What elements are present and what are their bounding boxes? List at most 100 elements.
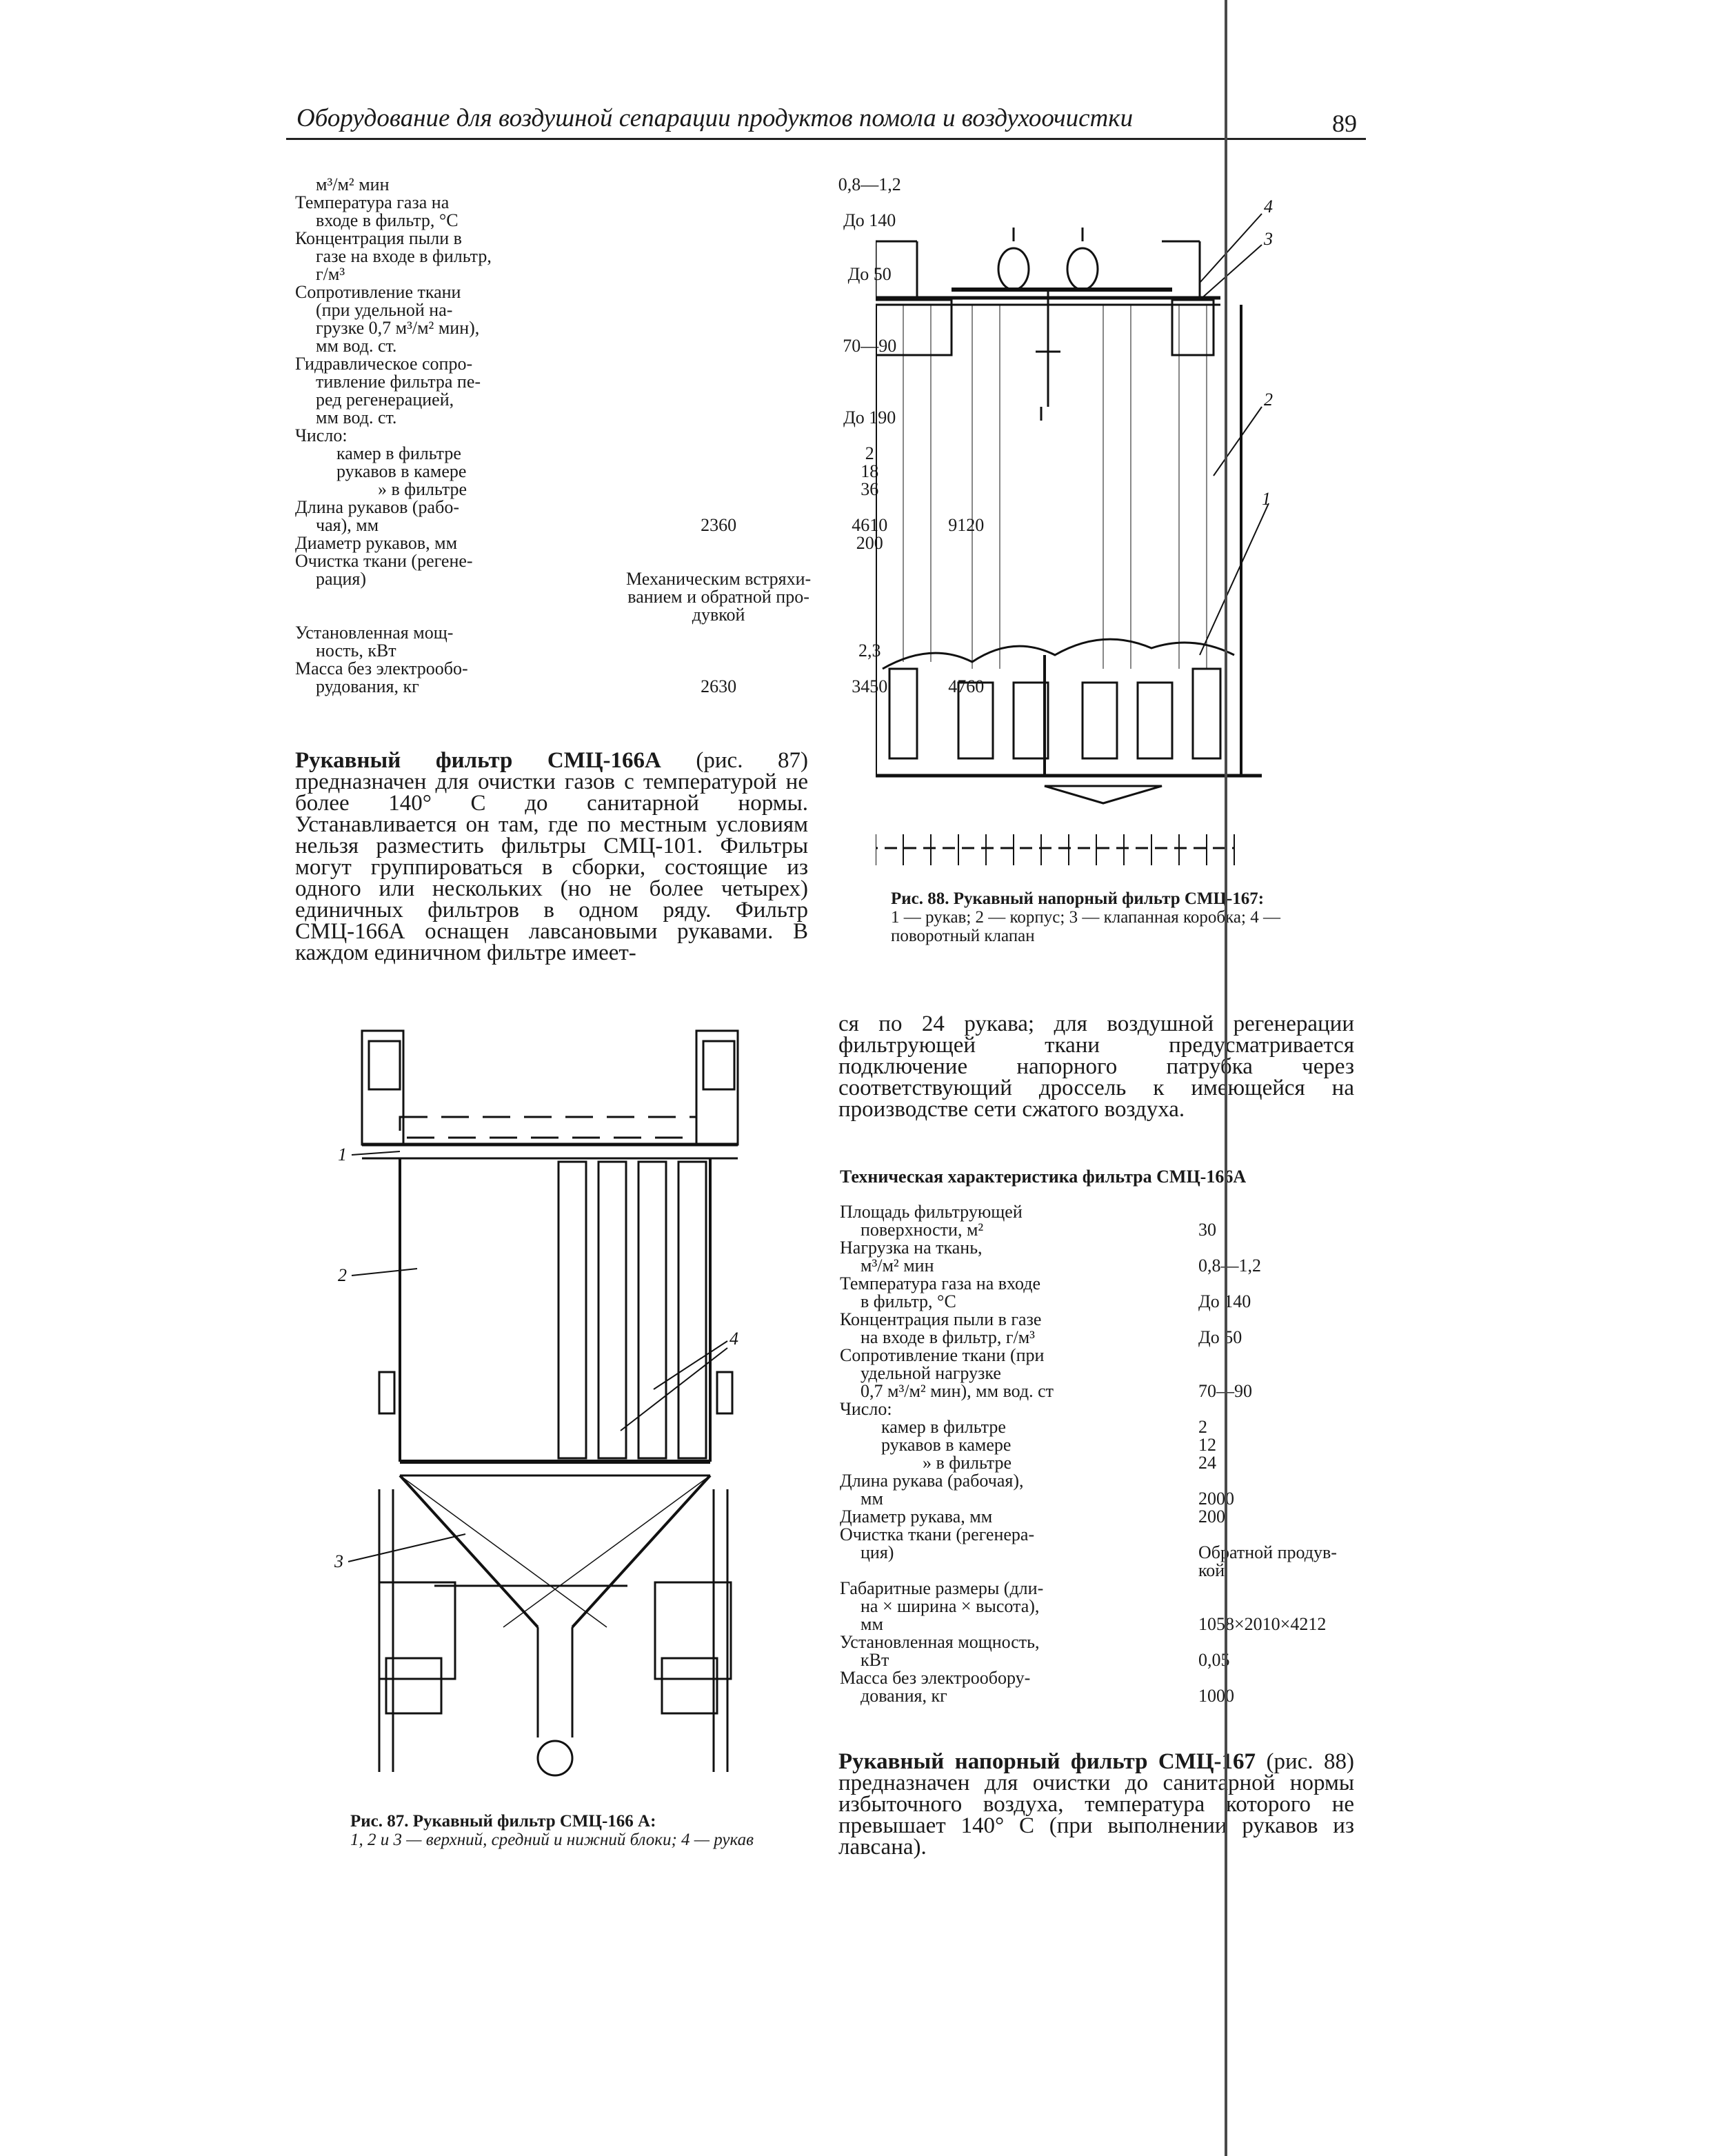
spec-cell-label: Площадь фильтрующей: [840, 1202, 1023, 1222]
paragraph-smc166a: Рукавный фильтр СМЦ-166А (рис. 87) предн…: [295, 749, 808, 965]
spec-row: ция)Обратной продув-: [840, 1544, 1447, 1562]
spec-cell-label: [840, 1562, 1198, 1580]
spec-row: Длина рукавов (рабо-: [295, 498, 1004, 516]
spec-cell-label: мм: [861, 1489, 883, 1509]
spec-cell-a: [626, 498, 811, 516]
spec-cell-label: Установленная мощность,: [840, 1632, 1040, 1652]
figure-88-callout-1: 1: [1262, 489, 1271, 509]
spec-cell-val: [1198, 1526, 1447, 1544]
spec-cell-label: рудования, кг: [316, 676, 419, 696]
header-rule: [286, 138, 1366, 140]
spec-cell-label: мм: [861, 1614, 883, 1634]
spec-cell-a: [626, 301, 811, 319]
spec-cell-label: » в фильтре: [378, 479, 467, 499]
spec-cell-label: Диаметр рукавов, мм: [295, 533, 458, 553]
spec-cell-a: [626, 660, 811, 678]
spec-cell-label: (при удельной на-: [316, 300, 453, 320]
spec-cell-label: Длина рукавов (рабо-: [295, 497, 459, 517]
spec-cell-a: [626, 391, 811, 409]
figure-87-legend: 1, 2 и 3 — верхний, средний и нижний бло…: [350, 1831, 754, 1849]
spec-cell-label: г/м³: [316, 264, 345, 284]
spec-cell-val: [1198, 1347, 1447, 1364]
spec-cell-val: 200: [1198, 1507, 1225, 1527]
spec-cell-label: в фильтр, °С: [861, 1291, 956, 1311]
page-number: 89: [1332, 110, 1357, 137]
spec-cell-b: До 50: [847, 264, 892, 284]
spec-row: газе на входе в фильтр,: [295, 248, 1004, 265]
spec-cell-b: 2,3: [858, 641, 881, 661]
spec-row: Сопротивление ткани: [295, 283, 1004, 301]
spec-row: мм вод. ст.До 190: [295, 409, 1004, 427]
figure-87-title: Рис. 87. Рукавный фильтр СМЦ-166 А:: [350, 1812, 656, 1831]
spec-row: дувкой: [295, 606, 1004, 624]
spec-cell-c: 9120: [948, 515, 985, 535]
figure-88-legend: 1 — рукав; 2 — корпус; 3 — клапанная кор…: [891, 908, 1280, 945]
spec-cell-label: мм вод. ст.: [316, 336, 397, 356]
spec-row: кВт 0,05: [840, 1651, 1447, 1669]
spec-row: удельной нагрузке: [840, 1364, 1447, 1382]
spec-cell-label: входе в фильтр, °С: [316, 210, 459, 230]
paragraph-smc167: Рукавный напорный фильтр СМЦ-167 (рис. 8…: [838, 1749, 1354, 1860]
spec-cell-val: [1198, 1311, 1447, 1329]
spec-cell-a: [626, 445, 811, 463]
spec-cell-label: 0,7 м³/м² мин), мм вод. ст: [861, 1381, 1054, 1401]
spec-cell-val: 0,05: [1198, 1650, 1230, 1670]
spec-cell-label: камер в фильтре: [336, 443, 461, 463]
spec-row: Установленная мощ-: [295, 624, 1004, 642]
spec-row: ред регенерацией,: [295, 391, 1004, 409]
spec-cell-val: [1198, 1203, 1447, 1221]
spec-cell-label: Диаметр рукава, мм: [840, 1507, 993, 1527]
spec-cell-label: Концентрация пыли в газе: [840, 1309, 1042, 1329]
spec-cell-b: 4610: [852, 515, 888, 535]
figure-88-callout-2: 2: [1264, 390, 1273, 410]
spec-row: на × ширина × высота),: [840, 1598, 1447, 1615]
figure-87-caption: Рис. 87. Рукавный фильтр СМЦ-166 А: 1, 2…: [350, 1812, 764, 1849]
spec-row: рация)Механическим встряхи-: [295, 570, 1004, 588]
spec-cell-label: Очистка ткани (регенера-: [840, 1524, 1035, 1544]
paragraph-continued: ся по 24 рукава; для воздушной регенерац…: [838, 1011, 1354, 1122]
spec-cell-label: Сопротивление ткани (при: [840, 1345, 1045, 1365]
spec-cell-label: Число:: [295, 425, 348, 445]
paragraph-smc167-text: (рис. 88) предназначен для очистки до са…: [838, 1749, 1354, 1860]
spec-cell-label: камер в фильтре: [881, 1417, 1006, 1437]
spec-cell-a: [626, 642, 811, 660]
spec-cell-label: Число:: [840, 1399, 892, 1419]
spec-row: Концентрация пыли в газе: [840, 1311, 1447, 1329]
spec-cell-val: [1198, 1239, 1447, 1257]
spec-row: Температура газа на входе: [840, 1275, 1447, 1293]
spec-cell-a: Механическим встряхи-: [626, 569, 812, 589]
spec-cell-a: [626, 355, 811, 373]
spec-cell-label: Гидравлическое сопро-: [295, 354, 473, 374]
spec-row: (при удельной на-: [295, 301, 1004, 319]
spec-cell-a: [626, 463, 811, 481]
scan-artifact-line: [1225, 0, 1227, 2156]
spec-row: мм вод. ст.70—90: [295, 337, 1004, 355]
paragraph-smc167-bold: Рукавный напорный фильтр СМЦ-167: [838, 1749, 1256, 1774]
spec-row: тивление фильтра пе-: [295, 373, 1004, 391]
spec-row: Масса без электрообо-: [295, 660, 1004, 678]
spec-cell-label: Концентрация пыли в: [295, 228, 462, 248]
figure-87-diagram: 1 2 3 4: [334, 1029, 739, 1777]
spec-cell-val: До 140: [1198, 1291, 1251, 1311]
spec-cell-a: [626, 481, 811, 498]
spec-cell-val: 1000: [1198, 1686, 1234, 1706]
spec-cell-val: [1198, 1400, 1447, 1418]
spec-row: Площадь фильтрующей: [840, 1203, 1447, 1221]
spec-row: в фильтр, °С До 140: [840, 1293, 1447, 1311]
spec-cell-a: [626, 337, 811, 355]
spec-cell-label: кВт: [861, 1650, 889, 1670]
spec-cell-label: рукавов в камере: [336, 461, 467, 481]
spec-cell-label: рукавов в камере: [881, 1435, 1012, 1455]
spec-row: 0,7 м³/м² мин), мм вод. ст70—90: [840, 1382, 1447, 1400]
